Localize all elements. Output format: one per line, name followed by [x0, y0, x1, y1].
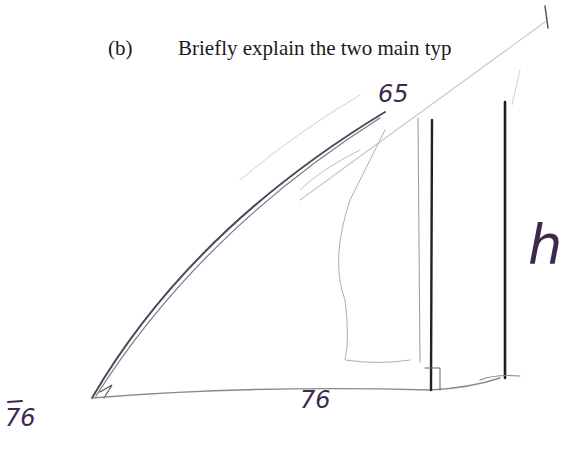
- hypotenuse: [92, 112, 385, 398]
- base-line: [480, 376, 520, 381]
- distance-label: 76: [5, 406, 36, 430]
- question-text: Briefly explain the two main typ: [178, 38, 452, 59]
- question-number: (b): [108, 38, 133, 59]
- right-angle-mark: [425, 368, 440, 390]
- faint-line: [339, 130, 410, 363]
- faint-line: [300, 150, 360, 190]
- faint-line: [512, 70, 520, 105]
- angle-label: 65: [378, 82, 409, 106]
- hypotenuse: [96, 118, 380, 396]
- overline-mark: [8, 401, 22, 402]
- distance-label: 76: [300, 388, 331, 412]
- faint-line: [418, 118, 420, 362]
- pen-line: [545, 6, 548, 28]
- faint-line: [240, 95, 360, 180]
- height-line: [504, 102, 507, 378]
- height-label: h: [528, 218, 562, 272]
- height-line: [431, 120, 432, 390]
- base-line: [92, 378, 500, 398]
